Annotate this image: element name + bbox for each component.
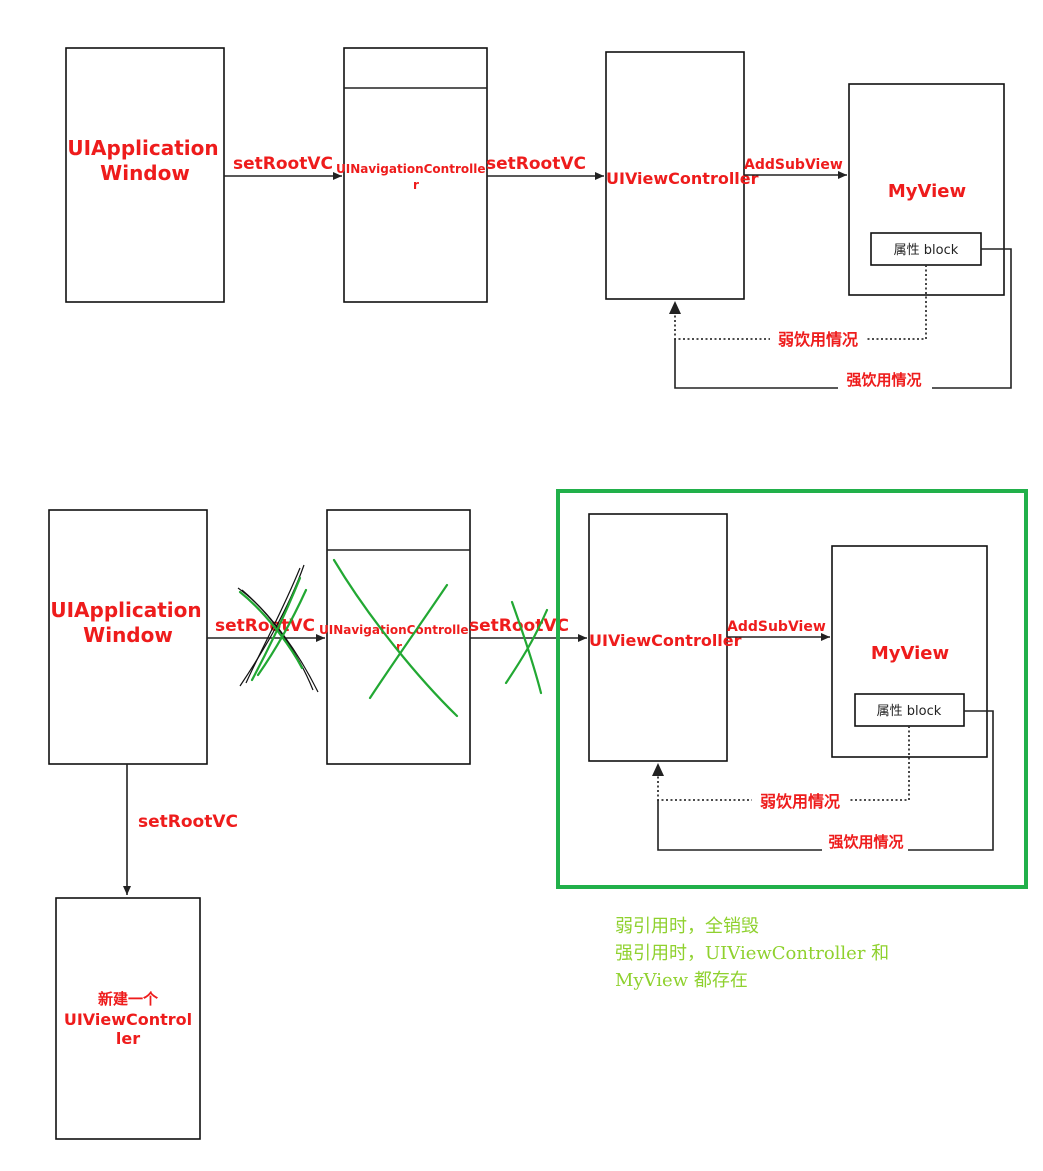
top-weak-label-bg <box>770 328 866 350</box>
bottom-edge-setroot-down: setRootVC <box>138 812 238 832</box>
retained-objects-highlight-frame <box>556 489 1028 889</box>
top-edge-addsubview: AddSubView <box>744 157 843 173</box>
new-vc-box[interactable] <box>55 897 201 1140</box>
new-vc-label-1: 新建一个 <box>98 990 159 1008</box>
top-window-label-1: UIApplication <box>67 136 218 160</box>
bottom-vc-box[interactable] <box>588 513 728 762</box>
bottom-edge-setroot-2: setRootVC <box>469 616 569 636</box>
top-vc-label: UIViewController <box>606 169 759 188</box>
bottom-diagram: UIApplication Window setRootVC UINavigat… <box>48 489 1028 1140</box>
cross-mark-navigation-controller <box>332 558 459 718</box>
bottom-weak-label-bg <box>752 790 848 812</box>
bottom-weak-arrowhead <box>652 763 664 776</box>
bottom-window-box[interactable] <box>48 509 208 765</box>
new-vc-label-2: UIViewControl <box>64 1010 192 1029</box>
bottom-nav-label-1: UINavigationControlle <box>319 623 468 637</box>
top-window-label-2: Window <box>100 161 190 185</box>
bottom-strong-label: 强饮用情况 <box>828 833 903 851</box>
bottom-property-label: 属性 block <box>877 704 942 719</box>
top-diagram: UIApplication Window setRootVC UINavigat… <box>65 47 1012 390</box>
bottom-nav-box[interactable] <box>326 509 471 765</box>
bottom-vc-label: UIViewController <box>589 631 742 650</box>
bottom-weak-label: 弱饮用情况 <box>760 792 840 811</box>
bottom-window-label-1: UIApplication <box>50 598 201 622</box>
top-nav-label-2: r <box>413 178 419 192</box>
note-line-1: 弱引用时，全销毁 <box>615 916 759 937</box>
top-weak-label: 弱饮用情况 <box>778 330 858 349</box>
bottom-edge-addsubview: AddSubView <box>727 619 826 635</box>
top-property-label: 属性 block <box>894 243 959 258</box>
top-strong-reference-line <box>674 248 1012 389</box>
bottom-strong-label-bg <box>822 832 908 852</box>
top-nav-box[interactable] <box>343 47 488 303</box>
top-strong-label: 强饮用情况 <box>846 371 921 389</box>
cross-mark-edge-2 <box>504 600 549 695</box>
bottom-nav-label-2: r <box>396 640 402 654</box>
bottom-myview-label: MyView <box>871 643 949 664</box>
top-nav-label-1: UINavigationControlle <box>336 162 485 176</box>
bottom-strong-reference-line <box>657 710 994 851</box>
top-myview-label: MyView <box>888 181 966 202</box>
top-window-box[interactable] <box>65 47 225 303</box>
new-vc-label-3: ler <box>116 1029 140 1048</box>
bottom-edge-setroot-1: setRootVC <box>215 616 315 636</box>
top-strong-label-bg <box>838 370 932 390</box>
cross-mark-edge-1 <box>237 564 319 693</box>
note-line-3: MyView 都存在 <box>615 970 748 991</box>
bottom-property-block[interactable] <box>854 693 965 727</box>
bottom-window-label-2: Window <box>83 623 173 647</box>
note-line-2: 强引用时，UIViewController 和 <box>615 943 889 964</box>
explanation-notes: 弱引用时，全销毁 强引用时，UIViewController 和 MyView … <box>615 916 889 991</box>
top-weak-arrowhead <box>669 301 681 314</box>
top-vc-box[interactable] <box>605 51 745 300</box>
top-edge-setroot-2: setRootVC <box>486 154 586 174</box>
top-edge-setroot-1: setRootVC <box>233 154 333 174</box>
